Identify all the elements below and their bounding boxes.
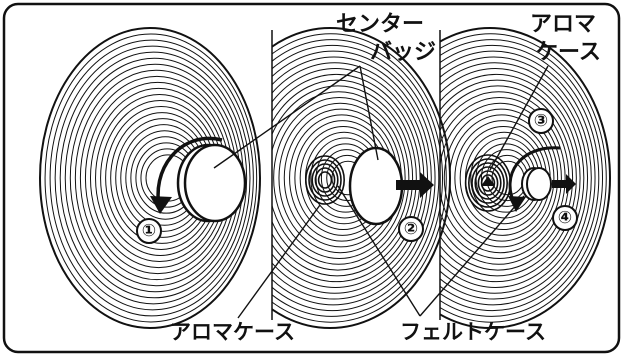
felt-case-removed-face xyxy=(527,168,551,200)
step-marker-1: ① xyxy=(136,218,162,244)
center-badge-removed xyxy=(350,148,402,224)
label-aroma-case-top-line2: ケース xyxy=(536,42,601,64)
label-felt-case-bottom: フェルトケース xyxy=(400,322,546,343)
step-marker-2: ② xyxy=(398,216,424,242)
label-center-badge-line2: バッジ xyxy=(370,42,436,64)
label-aroma-case-bottom: アロマケース xyxy=(170,322,295,343)
label-center-badge-line1: センター xyxy=(336,14,424,36)
center-badge-left-face xyxy=(185,145,245,221)
step-marker-4: ④ xyxy=(552,205,578,231)
label-aroma-case-top-line1: アロマ xyxy=(530,14,596,36)
step-marker-3: ③ xyxy=(528,108,554,134)
